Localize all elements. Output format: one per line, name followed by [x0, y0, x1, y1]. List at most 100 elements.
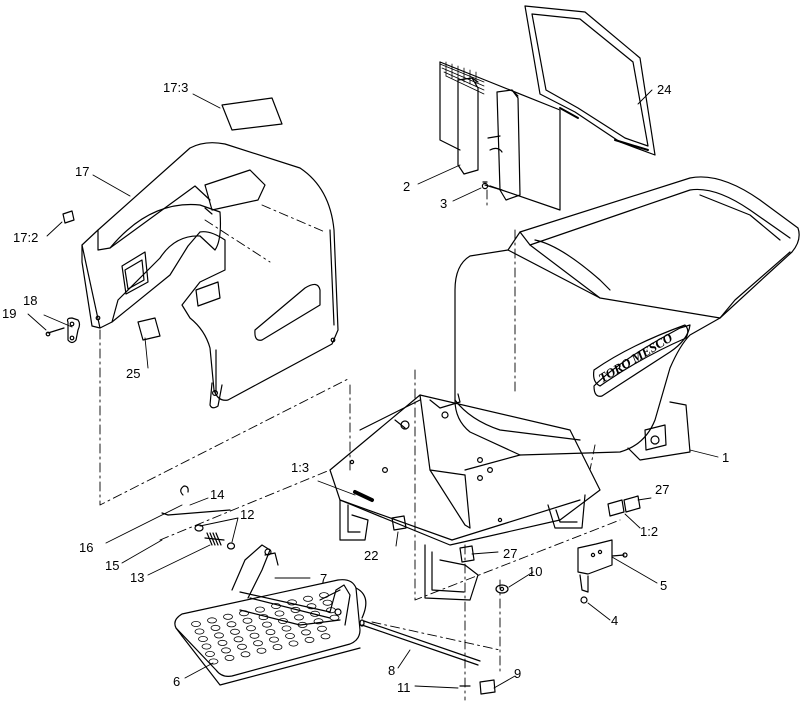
cotter-16: [180, 485, 189, 496]
platform-hole: [255, 606, 265, 613]
latch-18: [66, 317, 81, 344]
decal-27-frame: [459, 545, 475, 563]
platform-hole: [301, 629, 311, 636]
platform-hole: [207, 617, 217, 624]
right-hood-17: [81, 142, 339, 409]
frame-bracket-left: [339, 499, 369, 541]
callout-2: 2: [403, 179, 410, 194]
decal-17-2: [62, 210, 75, 224]
latch-bracket-4: [577, 539, 613, 604]
step-bracket-7: [231, 544, 351, 626]
platform-hole: [194, 628, 205, 635]
platform-hole: [329, 614, 340, 621]
leader-lines: [27, 89, 719, 689]
brand-lettering: TORO MESCO: [596, 329, 676, 385]
platform-hole: [310, 610, 320, 617]
callout-labels: 17:3 17 17:2 18 19 25 24 2 3 1 1:3 14 12…: [2, 80, 729, 695]
platform-hole: [201, 643, 212, 650]
screw-5: [611, 552, 628, 558]
platform-hole: [274, 610, 285, 617]
platform-hole: [265, 629, 276, 636]
platform-hole: [223, 613, 233, 620]
screw-19: [45, 327, 65, 337]
platform-hole: [198, 636, 208, 643]
platform-hole: [304, 636, 315, 643]
sign-panel-2: [439, 61, 561, 211]
platform-hole: [242, 617, 253, 624]
callout-5: 5: [660, 578, 667, 593]
brand-mesco-text: MESCO: [628, 329, 676, 366]
grip-texture: [439, 61, 485, 95]
hopper-body-1: [454, 176, 800, 461]
callout-17-2: 17:2: [13, 230, 38, 245]
callout-4: 4: [611, 613, 618, 628]
platform-hole: [253, 640, 263, 647]
platform-hole: [226, 621, 237, 628]
callout-9: 9: [514, 666, 521, 681]
platform-hole: [210, 624, 221, 631]
callout-6: 6: [173, 674, 180, 689]
bolt-3: [481, 181, 489, 190]
brand-toro-text: TORO: [596, 354, 634, 385]
decal-1-3: [353, 490, 374, 502]
callout-25: 25: [126, 366, 140, 381]
callout-14: 14: [210, 487, 224, 502]
platform-hole: [294, 614, 304, 621]
platform-hole: [249, 632, 260, 639]
platform-hole: [233, 636, 244, 643]
frame-bracket-right: [547, 494, 586, 529]
callout-27-frame: 27: [503, 546, 517, 561]
platform-hole: [288, 640, 299, 647]
platform-hole: [224, 654, 235, 661]
platform-hole: [272, 644, 283, 651]
platform-hole: [221, 647, 231, 654]
platform-hole: [230, 628, 240, 635]
platform-hole: [313, 618, 324, 625]
platform-hole: [208, 658, 219, 665]
alignment-lines: [99, 189, 621, 701]
platform-hole: [281, 625, 292, 632]
callout-19: 19: [2, 306, 16, 321]
callout-18: 18: [23, 293, 37, 308]
decal-25: [137, 317, 161, 341]
nut-10: [495, 584, 509, 594]
callout-12: 12: [240, 507, 254, 522]
callout-1-2: 1:2: [640, 524, 658, 539]
decal-1-2: [607, 495, 641, 517]
rod-8: [359, 619, 481, 666]
platform-hole: [240, 651, 251, 658]
callout-16: 16: [79, 540, 93, 555]
callout-10: 10: [528, 564, 542, 579]
platform-hole: [214, 632, 224, 639]
callout-22: 22: [364, 548, 378, 563]
platform-holes: [191, 592, 340, 665]
callout-1-3: 1:3: [291, 460, 309, 475]
platform-hole: [217, 639, 228, 646]
foot-platform-6: [174, 579, 367, 686]
callout-27-right: 27: [655, 482, 669, 497]
callout-1: 1: [722, 450, 729, 465]
platform-hole: [303, 595, 313, 602]
window-24: [524, 5, 656, 156]
platform-hole: [191, 621, 201, 628]
callout-13: 13: [130, 570, 144, 585]
platform-hole: [320, 633, 331, 640]
callout-15: 15: [105, 558, 119, 573]
brand-plate: [593, 324, 689, 387]
platform-hole: [256, 647, 267, 654]
callout-11: 11: [397, 680, 411, 695]
callout-24: 24: [657, 82, 671, 97]
frame-bracket-front: [424, 544, 479, 601]
callout-17-3: 17:3: [163, 80, 188, 95]
decal-22: [391, 515, 407, 531]
platform-hole: [278, 618, 288, 625]
platform-hole: [285, 633, 295, 640]
decal-17-3: [221, 97, 283, 131]
callout-17: 17: [75, 164, 89, 179]
platform-hole: [317, 625, 327, 632]
callout-7: 7: [320, 571, 327, 586]
sleeve-9: [479, 679, 496, 695]
platform-hole: [246, 625, 256, 632]
